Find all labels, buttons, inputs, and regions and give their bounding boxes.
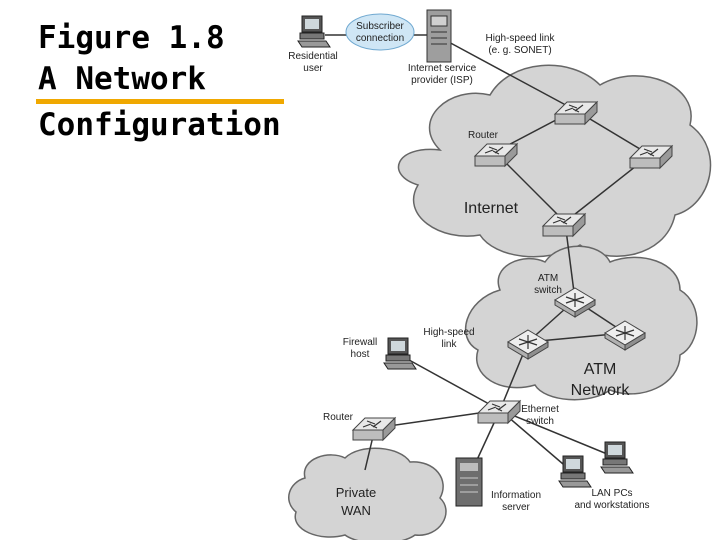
firewall-label-2: host bbox=[351, 349, 370, 360]
hslink-top-label-1: High-speed link bbox=[486, 33, 556, 44]
lan-pc-icon-2 bbox=[600, 441, 634, 474]
subscriber-label-2: connection bbox=[356, 33, 404, 44]
wan-router-icon bbox=[352, 417, 396, 441]
title-underline bbox=[36, 99, 284, 104]
atm-network-label-2: Network bbox=[571, 382, 631, 399]
hslink-mid-label-1: High-speed bbox=[423, 327, 474, 338]
internet-cloud bbox=[397, 64, 712, 258]
subscriber-bubble bbox=[345, 13, 415, 51]
title-line-2: A Network bbox=[38, 61, 206, 97]
isp-server-icon bbox=[426, 9, 452, 63]
lan-pc-icon-1 bbox=[558, 455, 592, 488]
lan-label-2: and workstations bbox=[574, 500, 649, 511]
subscriber-label-1: Subscriber bbox=[356, 21, 404, 32]
atm-switch-label-2: switch bbox=[534, 285, 562, 296]
isp-label-1: Internet service bbox=[408, 63, 477, 74]
atm-switch-label-1: ATM bbox=[538, 273, 558, 284]
info-server-label-1: Information bbox=[491, 490, 541, 501]
title-line-3: Configuration bbox=[38, 107, 281, 143]
wan-router-label: Router bbox=[323, 412, 354, 423]
lan-label-1: LAN PCs bbox=[591, 488, 632, 499]
firewall-pc-icon bbox=[383, 337, 417, 370]
wan-label-1: Private bbox=[336, 485, 376, 500]
residential-label-1: Residential bbox=[288, 51, 337, 62]
residential-label-2: user bbox=[303, 63, 323, 74]
info-server-label-2: server bbox=[502, 502, 530, 513]
residential-pc-icon bbox=[297, 15, 331, 48]
internet-label: Internet bbox=[464, 200, 519, 217]
atm-network-cloud bbox=[464, 245, 698, 401]
wan-label-2: WAN bbox=[341, 503, 371, 518]
ethernet-label-2: switch bbox=[526, 416, 554, 427]
internet-router-label: Router bbox=[468, 130, 499, 141]
title-line-1: Figure 1.8 bbox=[38, 20, 225, 56]
private-wan-cloud bbox=[287, 447, 447, 540]
firewall-label-1: Firewall bbox=[343, 337, 377, 348]
hslink-top-label-2: (e. g. SONET) bbox=[488, 45, 551, 56]
isp-label-2: provider (ISP) bbox=[411, 75, 473, 86]
hslink-mid-label-2: link bbox=[441, 339, 457, 350]
ethernet-label-1: Ethernet bbox=[521, 404, 559, 415]
atm-network-label-1: ATM bbox=[584, 361, 617, 378]
ethernet-switch-icon bbox=[477, 400, 521, 424]
information-server-icon bbox=[455, 457, 483, 507]
